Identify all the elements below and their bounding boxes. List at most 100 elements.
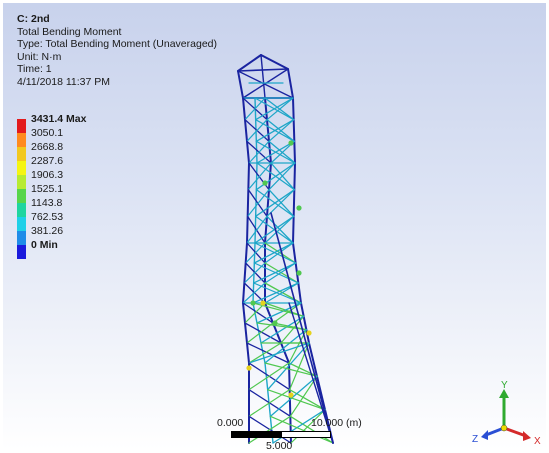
tower-member — [268, 119, 295, 142]
tower-member — [237, 54, 262, 72]
result-date-label: 4/11/2018 11:37 PM — [17, 75, 111, 88]
tower-node — [288, 392, 294, 398]
triad-y-label: Y — [501, 380, 508, 391]
legend-label: 3050.1 — [31, 127, 64, 139]
scale-bar-dark-segment — [231, 431, 281, 438]
tower-member — [253, 262, 299, 284]
tower-member — [253, 242, 294, 264]
tower-member — [254, 242, 297, 264]
triad-z-label: Z — [472, 434, 478, 445]
tower-member — [253, 262, 297, 284]
tower-member — [253, 282, 302, 304]
tower-node — [246, 365, 252, 371]
tower-member — [287, 68, 294, 99]
triad-origin-icon — [500, 424, 508, 432]
graphics-viewport[interactable]: C: 2nd Total Bending Moment Type: Total … — [3, 3, 546, 450]
tower-member — [264, 262, 299, 284]
tower-member — [254, 162, 258, 244]
tower-node — [296, 205, 302, 211]
result-unit-label: Unit: N·m — [17, 50, 62, 63]
legend-swatch — [17, 231, 26, 245]
tower-node — [296, 270, 302, 276]
scale-mid-label: 5.000 — [266, 440, 293, 450]
legend-label: 3431.4 Max — [31, 113, 87, 125]
tower-member — [255, 140, 296, 164]
tower-member — [266, 189, 295, 217]
tower-member — [242, 302, 274, 324]
tower-member — [252, 302, 305, 317]
tower-member — [264, 242, 297, 264]
tower-member — [289, 415, 334, 444]
tower-member — [246, 119, 268, 142]
tower-member — [254, 97, 295, 121]
tower-member — [260, 315, 305, 344]
tower-member — [247, 189, 270, 217]
tower-member — [244, 322, 282, 344]
tower-member — [256, 302, 302, 324]
legend-label: 762.53 — [31, 211, 64, 223]
tower-member — [255, 189, 295, 217]
tower-member — [264, 215, 295, 244]
tower-member — [248, 140, 270, 164]
result-time-label: Time: 1 — [17, 63, 52, 76]
tower-member — [269, 415, 334, 444]
scale-bar-light-segment — [281, 431, 331, 438]
legend-label: 2287.6 — [31, 155, 64, 167]
tower-member — [242, 302, 250, 364]
coordinate-triad[interactable]: Y X Z — [468, 378, 543, 448]
legend-label: 0 Min — [31, 239, 58, 251]
tower-member — [246, 215, 268, 244]
tower-member — [255, 119, 295, 142]
tower-member — [269, 375, 318, 417]
triad-z-arrow-icon — [481, 430, 488, 440]
tower-member — [288, 362, 318, 377]
tower-member — [242, 242, 248, 304]
triad-x-axis — [503, 426, 527, 438]
tower-member — [292, 162, 296, 244]
tower-member — [267, 389, 326, 411]
tower-node — [306, 330, 312, 336]
tower-member — [244, 302, 266, 324]
tower-member — [246, 322, 274, 344]
tower-member — [248, 342, 282, 364]
legend-label: 381.26 — [31, 225, 64, 237]
tower-member — [267, 342, 310, 391]
legend-swatch — [17, 245, 26, 259]
tower-member — [237, 70, 294, 99]
tower-member — [260, 54, 289, 70]
tower-member — [248, 342, 310, 364]
tower-member — [248, 415, 291, 444]
result-type-label: Type: Total Bending Moment (Unaveraged) — [17, 38, 218, 51]
legend-swatch — [17, 161, 26, 175]
triad-y-arrow-icon — [499, 389, 509, 398]
legend-swatch — [17, 175, 26, 189]
tower-member — [237, 70, 244, 99]
tower-member — [292, 97, 296, 164]
tower-member — [264, 282, 299, 304]
tower-member — [264, 162, 272, 244]
tower-member — [248, 389, 291, 417]
tower-node — [288, 140, 294, 146]
result-info-block: C: 2nd Total Bending Moment Type: Total … — [17, 13, 217, 89]
tower-member — [270, 212, 334, 444]
tower-member — [288, 362, 292, 444]
tower-member — [266, 97, 294, 121]
tower-member — [288, 302, 334, 444]
tower-member — [264, 97, 272, 164]
tower-model[interactable] — [3, 3, 546, 450]
legend-label: 1143.8 — [31, 197, 63, 209]
tower-member — [264, 242, 294, 264]
legend-label: 1525.1 — [31, 183, 64, 195]
tower-member — [247, 162, 272, 191]
tower-member — [255, 215, 294, 244]
scale-start-label: 0.000 — [217, 417, 244, 429]
tower-member — [264, 262, 297, 284]
result-name-label: Total Bending Moment — [17, 25, 122, 38]
tower-member — [289, 342, 310, 391]
legend-swatch — [17, 189, 26, 203]
tower-member — [256, 322, 307, 331]
tower-member — [289, 375, 318, 417]
legend-swatch — [17, 203, 26, 217]
scale-end-label: 10.000 (m) — [311, 417, 362, 429]
legend-swatch — [17, 133, 26, 147]
